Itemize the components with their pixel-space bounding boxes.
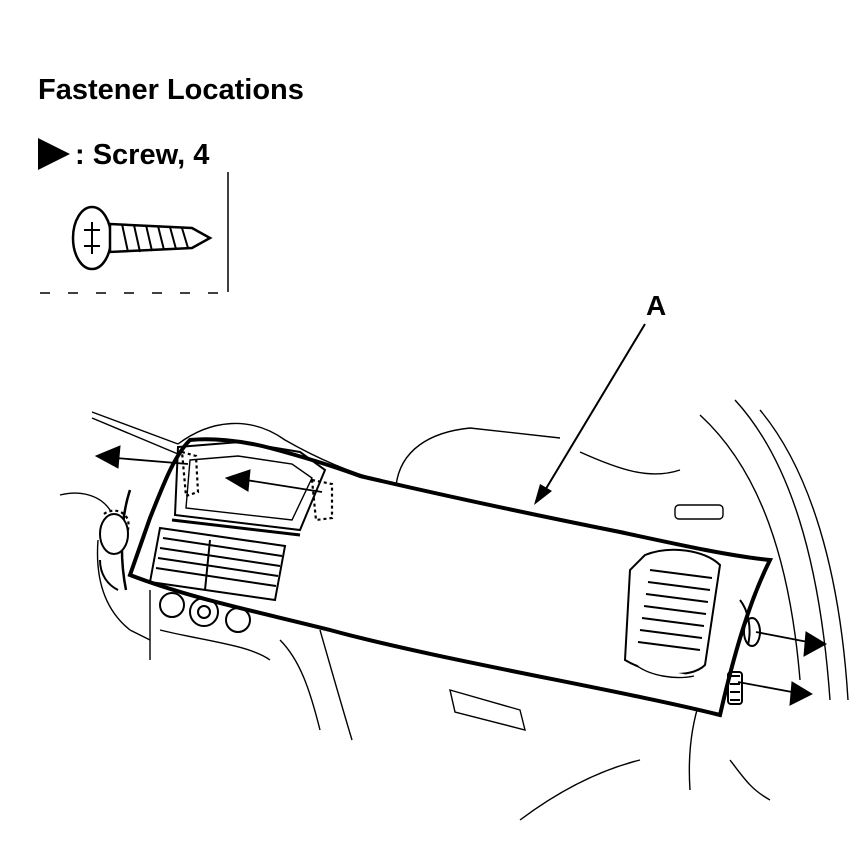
part-callout-arrowhead xyxy=(534,484,552,505)
screw-arrow-2 xyxy=(245,479,323,493)
screw-arrow-4-head xyxy=(789,681,814,706)
vehicle-interior-background xyxy=(59,399,849,821)
display-opening xyxy=(171,440,327,537)
right-side-vent xyxy=(623,548,722,679)
screw-arrow-1-head xyxy=(94,445,121,469)
triangle-arrow-icon xyxy=(38,138,70,170)
screw-icon xyxy=(71,205,213,271)
screw-arrow-3 xyxy=(755,631,809,643)
screw-arrows xyxy=(94,445,828,706)
screw-arrow-3-head xyxy=(803,631,828,657)
legend-label: : Screw, 4 xyxy=(75,139,209,171)
part-callout-leader xyxy=(543,323,646,493)
screw-arrow-4 xyxy=(737,681,793,693)
page-title: Fastener Locations xyxy=(38,74,304,106)
left-side-vent xyxy=(99,513,129,591)
part-callout-label: A xyxy=(646,290,666,321)
legend-box xyxy=(40,172,229,294)
center-vent xyxy=(148,526,287,602)
screw-arrow-2-head xyxy=(224,469,251,492)
hidden-screw-markers xyxy=(103,450,334,542)
screw-arrow-1 xyxy=(115,457,189,465)
